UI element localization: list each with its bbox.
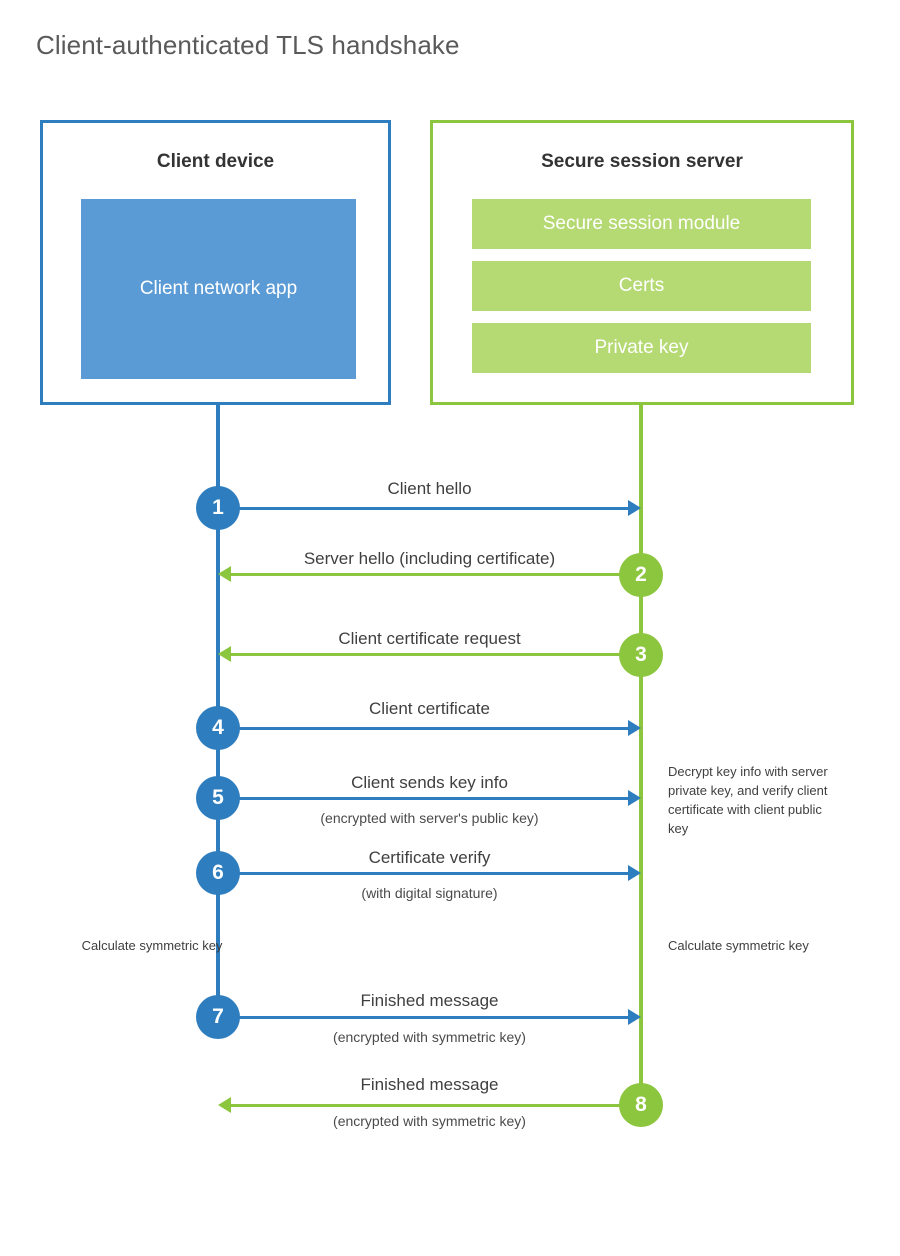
step-2-arrow-line <box>231 573 641 576</box>
step-1-arrow-head <box>628 500 641 516</box>
step-7-arrow-head <box>628 1009 641 1025</box>
step-8-arrow-head <box>218 1097 231 1113</box>
step-1-badge[interactable]: 1 <box>196 486 240 530</box>
step-3-arrow-line <box>231 653 641 656</box>
step-7-sublabel: (encrypted with symmetric key) <box>333 1029 526 1045</box>
step-2-arrow-head <box>218 566 231 582</box>
step-3-badge[interactable]: 3 <box>619 633 663 677</box>
step-8-sublabel: (encrypted with symmetric key) <box>333 1113 526 1129</box>
page-title: Client-authenticated TLS handshake <box>36 30 460 60</box>
step-7-badge[interactable]: 7 <box>196 995 240 1039</box>
client-device-title: Client device <box>156 151 275 172</box>
step-6-arrow-line <box>218 872 628 875</box>
client-network-app-block: Client network app <box>81 199 356 379</box>
step-5-label: Client sends key info <box>351 773 508 792</box>
step-4-label: Client certificate <box>369 699 490 718</box>
step-6-arrow-head <box>628 865 641 881</box>
server-calculate-key-note: Calculate symmetric key <box>668 938 809 953</box>
step-4-arrow-head <box>628 720 641 736</box>
step-5-badge[interactable]: 5 <box>196 776 240 820</box>
step-5-arrow-head <box>628 790 641 806</box>
secure-session-server-title: Secure session server <box>541 151 743 172</box>
step-1-label: Client hello <box>387 479 472 498</box>
step-5-arrow-line <box>218 797 628 800</box>
step-3-label: Client certificate request <box>338 629 521 648</box>
client-device-box: Client device Client network app <box>40 120 391 405</box>
server-decrypt-note: Decrypt key info with server private key… <box>668 764 828 836</box>
step-6-sublabel: (with digital signature) <box>361 885 498 901</box>
step-7-arrow-line <box>218 1016 628 1019</box>
step-6-badge[interactable]: 6 <box>196 851 240 895</box>
step-8-badge[interactable]: 8 <box>619 1083 663 1127</box>
server-module-secure-session-module: Secure session module <box>472 199 811 249</box>
server-module-certs: Certs <box>472 261 811 311</box>
step-6-label: Certificate verify <box>368 848 491 867</box>
step-1-arrow-line <box>218 507 628 510</box>
step-7-label: Finished message <box>360 991 499 1010</box>
server-lifeline <box>639 405 643 1107</box>
step-4-badge[interactable]: 4 <box>196 706 240 750</box>
step-8-label: Finished message <box>360 1075 499 1094</box>
step-2-label: Server hello (including certificate) <box>303 549 556 568</box>
step-4-arrow-line <box>218 727 628 730</box>
secure-session-server-box: Secure session server Secure session mod… <box>430 120 854 405</box>
step-8-arrow-line <box>231 1104 641 1107</box>
step-3-arrow-head <box>218 646 231 662</box>
step-2-badge[interactable]: 2 <box>619 553 663 597</box>
client-calculate-key-note: Calculate symmetric key <box>81 938 223 953</box>
step-5-sublabel: (encrypted with server's public key) <box>320 810 539 826</box>
server-module-private-key: Private key <box>472 323 811 373</box>
